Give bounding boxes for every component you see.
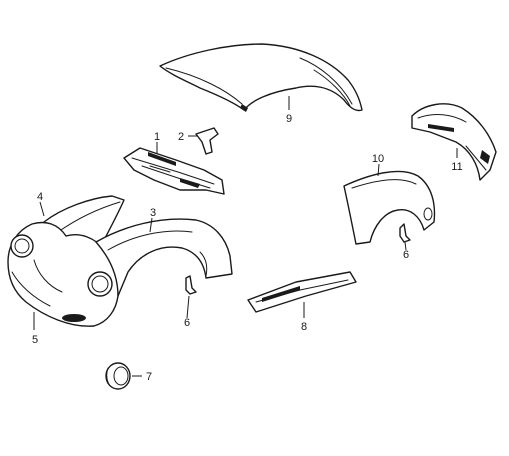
- part-7-ring-gasket: [105, 362, 131, 390]
- callout-6a: 6: [184, 317, 190, 329]
- leader-3: [149, 217, 153, 233]
- part-1-cowl-panel: [123, 147, 225, 195]
- callout-6b: 6: [403, 249, 409, 261]
- leader-6b: [404, 241, 407, 251]
- leader-10: [377, 163, 380, 177]
- callout-11: 11: [451, 161, 462, 173]
- part-9-roof-panel: [159, 43, 363, 112]
- part-3-front-fender: [95, 218, 233, 297]
- callout-9: 9: [286, 113, 292, 125]
- part-5-front-body: [7, 221, 120, 327]
- callout-2: 2: [178, 131, 184, 143]
- part-6-bracket-left: [185, 275, 197, 295]
- leader-6a: [186, 295, 190, 319]
- callout-3: 3: [150, 207, 156, 219]
- callout-labels: 1 2 3 4 5 6 6 7 8 9 10 11: [32, 113, 463, 383]
- part-11-rear-panel: [411, 103, 497, 181]
- callout-1: 1: [154, 131, 160, 143]
- part-8-sill-panel: [247, 271, 357, 313]
- leader-lines: [33, 96, 458, 377]
- callout-4: 4: [37, 191, 43, 203]
- callout-10: 10: [372, 153, 384, 165]
- callout-8: 8: [301, 321, 307, 333]
- callout-5: 5: [32, 334, 38, 346]
- leader-4: [39, 201, 45, 217]
- part-2-bracket: [195, 127, 219, 155]
- callout-7: 7: [146, 371, 152, 383]
- part-10-rear-fender: [343, 170, 436, 245]
- part-6-bracket-right: [399, 223, 411, 243]
